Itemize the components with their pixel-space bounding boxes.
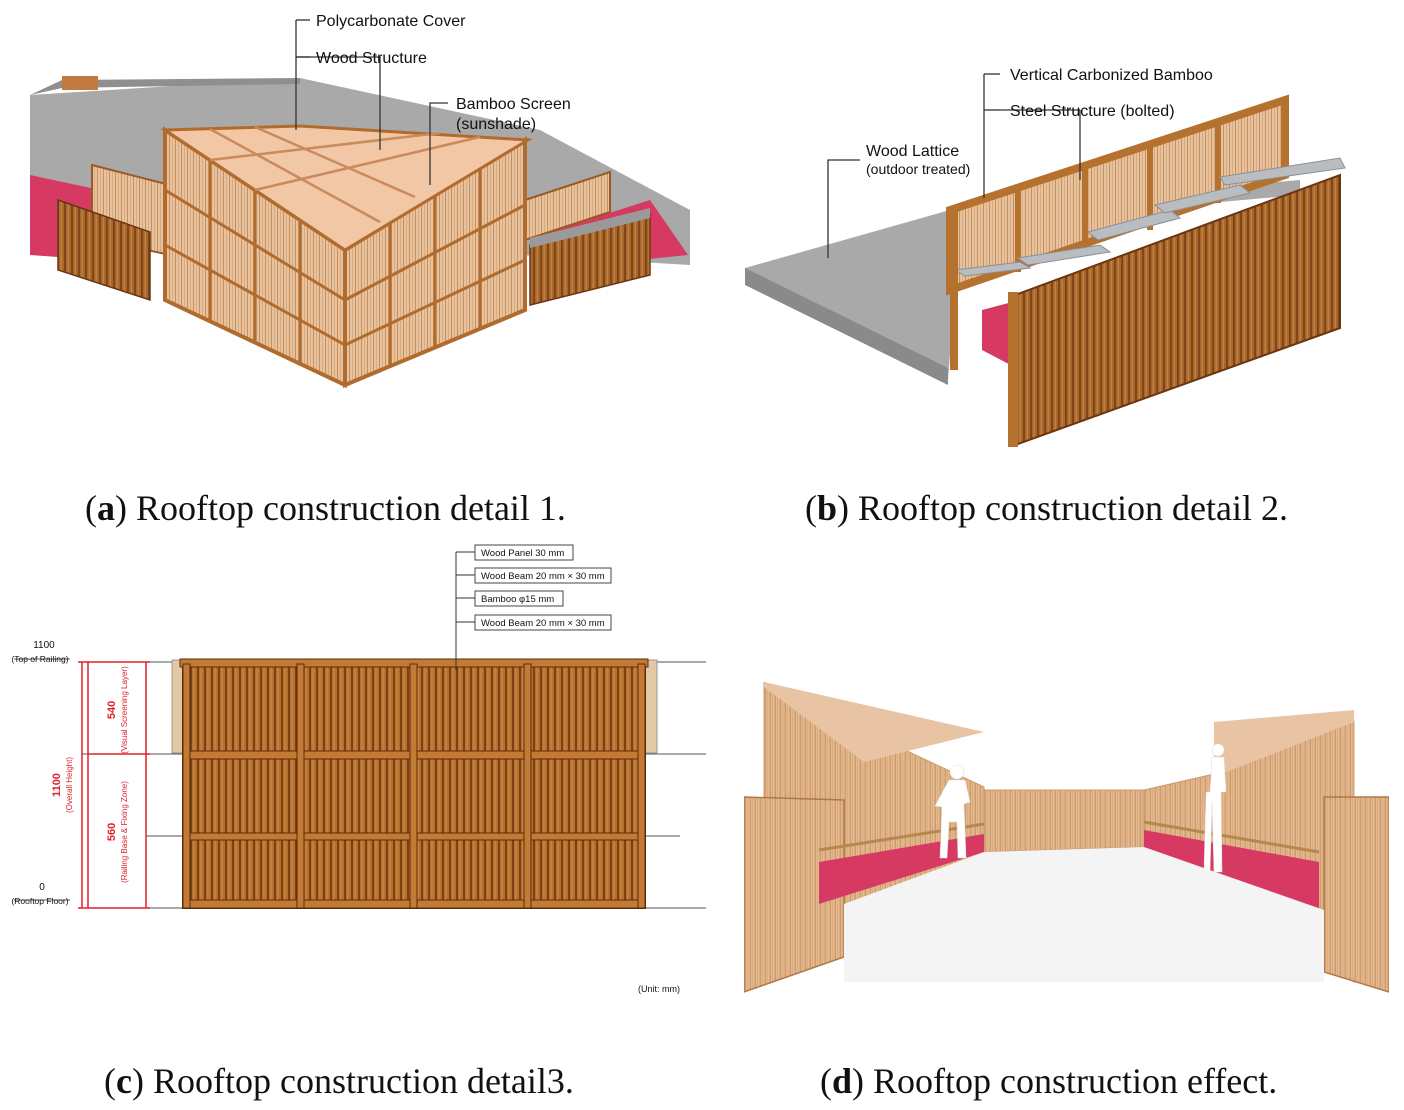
label-steel-structure: Steel Structure (bolted) [1010,103,1175,120]
panel-c-figure: Wood Panel 30 mm Wood Beam 20 mm × 30 mm… [0,540,720,1010]
level-top-label: (Top of Railing) [11,654,68,664]
dim-lower-value: 560 [106,823,118,841]
callout-wood-beam-lower: Wood Beam 20 mm × 30 mm [481,618,605,629]
caption-b: (b) Rooftop construction detail 2. [805,488,1288,528]
label-bamboo-screen: Bamboo Screen [456,96,571,113]
level-bottom-value: 0 [39,882,45,893]
panel-d-figure [743,681,1390,997]
caption-c: (c) Rooftop construction detail3. [104,1061,574,1101]
caption-d: (d) Rooftop construction effect. [820,1061,1278,1101]
panel-a-figure: Polycarbonate Cover Wood Structure Bambo… [0,0,700,470]
dim-overall-value: 1100 [51,773,63,797]
callout-wood-panel: Wood Panel 30 mm [481,548,564,559]
caption-a: (a) Rooftop construction detail 1. [85,488,566,528]
unit-note: (Unit: mm) [638,984,680,994]
label-wood-lattice-note: (outdoor treated) [866,161,970,177]
label-polycarbonate-cover: Polycarbonate Cover [316,13,466,30]
level-top-value: 1100 [33,640,55,651]
label-wood-lattice: Wood Lattice [866,143,959,160]
label-bamboo-screen-note: (sunshade) [456,116,536,133]
label-wood-structure: Wood Structure [316,50,427,67]
dim-lower-label: (Railing Base & Fixing Zone) [120,781,129,883]
panel-b-figure: Vertical Carbonized Bamboo Steel Structu… [700,0,1404,470]
dim-upper-value: 540 [106,701,118,719]
dim-upper-label: (Visual Screening Layer) [120,666,129,754]
callout-wood-beam-upper: Wood Beam 20 mm × 30 mm [481,571,605,582]
label-vertical-bamboo: Vertical Carbonized Bamboo [1010,67,1213,84]
dim-overall-label: (Overall Height) [65,757,74,813]
callout-bamboo: Bamboo φ15 mm [481,594,554,605]
level-bottom-label: (Rooftop Floor) [11,896,68,906]
